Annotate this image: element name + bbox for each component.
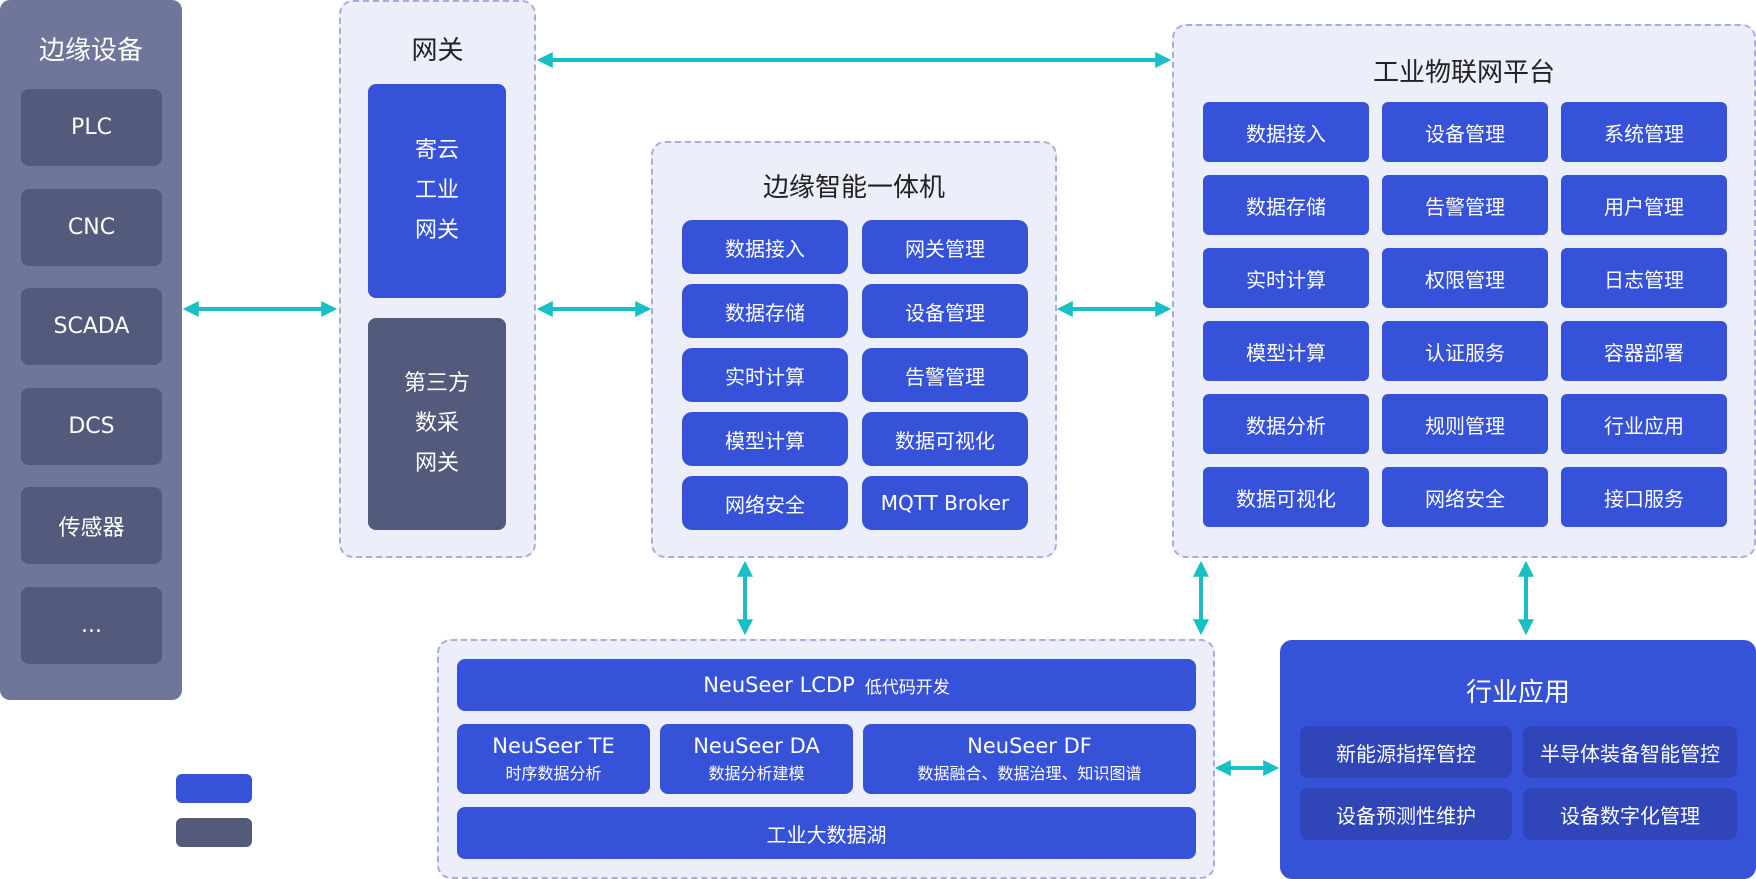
legend-swatch-blue [176,774,252,803]
platform-item-alarm-mgmt[interactable]: 告警管理 [1382,175,1548,235]
platform-item-industry-app[interactable]: 行业应用 [1561,394,1727,454]
platform-item-data-storage[interactable]: 数据存储 [1203,175,1369,235]
te-desc: 时序数据分析 [505,764,602,783]
machine-item-data-storage[interactable]: 数据存储 [682,284,848,338]
edge-devices-panel: 边缘设备 PLC CNC SCADA DCS 传感器 ... [0,0,182,700]
df-name: NeuSeer DF [967,734,1092,758]
machine-item-model-compute[interactable]: 模型计算 [682,412,848,466]
jiyun-line-1: 寄云 [414,138,459,163]
machine-item-mqtt-broker[interactable]: MQTT Broker [862,476,1028,530]
platform-item-system-mgmt[interactable]: 系统管理 [1561,102,1727,162]
app-device-digitalization[interactable]: 设备数字化管理 [1523,788,1737,840]
gateway-panel: 网关 寄云 工业 网关 第三方 数采 网关 [339,0,536,558]
te-name: NeuSeer TE [492,734,615,758]
machine-item-gateway-mgmt[interactable]: 网关管理 [862,220,1028,274]
gateway-title: 网关 [411,35,464,66]
third-party-line-2: 数采 [414,411,459,436]
lcdp-name: NeuSeer LCDP [703,673,855,697]
platform-item-realtime-compute[interactable]: 实时计算 [1203,248,1369,308]
lcdp-desc: 低代码开发 [864,677,950,698]
third-party-gateway-box[interactable]: 第三方 数采 网关 [368,318,506,530]
machine-item-data-access[interactable]: 数据接入 [682,220,848,274]
platform-item-interface-service[interactable]: 接口服务 [1561,467,1727,527]
neuseer-da-box[interactable]: NeuSeer DA 数据分析建模 [660,724,853,794]
device-more[interactable]: ... [21,587,162,664]
platform-item-data-visualization[interactable]: 数据可视化 [1203,467,1369,527]
platform-item-rule-mgmt[interactable]: 规则管理 [1382,394,1548,454]
platform-item-model-compute[interactable]: 模型计算 [1203,321,1369,381]
device-plc[interactable]: PLC [21,89,162,166]
platform-item-permission-mgmt[interactable]: 权限管理 [1382,248,1548,308]
platform-item-auth-service[interactable]: 认证服务 [1382,321,1548,381]
app-semiconductor-control[interactable]: 半导体装备智能管控 [1523,726,1737,778]
machine-item-realtime-compute[interactable]: 实时计算 [682,348,848,402]
device-dcs[interactable]: DCS [21,388,162,465]
edge-machine-panel: 边缘智能一体机 数据接入 网关管理 数据存储 设备管理 实时计算 告警管理 模型… [651,141,1057,558]
da-name: NeuSeer DA [693,734,820,758]
platform-item-container-deploy[interactable]: 容器部署 [1561,321,1727,381]
platform-item-data-analysis[interactable]: 数据分析 [1203,394,1369,454]
jiyun-line-2: 工业 [414,178,459,203]
platform-item-data-access[interactable]: 数据接入 [1203,102,1369,162]
device-scada[interactable]: SCADA [21,288,162,365]
platform-item-device-mgmt[interactable]: 设备管理 [1382,102,1548,162]
machine-item-network-security[interactable]: 网络安全 [682,476,848,530]
platform-item-network-security[interactable]: 网络安全 [1382,467,1548,527]
third-party-line-3: 网关 [414,451,459,476]
platform-item-log-mgmt[interactable]: 日志管理 [1561,248,1727,308]
iot-platform-panel: 工业物联网平台 数据接入 设备管理 系统管理 数据存储 告警管理 用户管理 实时… [1172,24,1756,558]
jiyun-gateway-box[interactable]: 寄云 工业 网关 [368,84,506,298]
third-party-line-1: 第三方 [403,371,470,396]
industry-app-title: 行业应用 [1465,677,1570,708]
neuseer-df-box[interactable]: NeuSeer DF 数据融合、数据治理、知识图谱 [863,724,1196,794]
machine-item-alarm-mgmt[interactable]: 告警管理 [862,348,1028,402]
industrial-data-lake-bar[interactable]: 工业大数据湖 [457,807,1196,859]
legend-swatch-dark [176,818,252,847]
app-new-energy-control[interactable]: 新能源指挥管控 [1300,726,1512,778]
device-sensor[interactable]: 传感器 [21,487,162,564]
neuseer-te-box[interactable]: NeuSeer TE 时序数据分析 [457,724,650,794]
iot-platform-title: 工业物联网平台 [1372,57,1555,88]
da-desc: 数据分析建模 [708,764,805,783]
app-predictive-maintenance[interactable]: 设备预测性维护 [1300,788,1512,840]
platform-item-user-mgmt[interactable]: 用户管理 [1561,175,1727,235]
machine-item-data-visualization[interactable]: 数据可视化 [862,412,1028,466]
df-desc: 数据融合、数据治理、知识图谱 [917,764,1142,783]
device-cnc[interactable]: CNC [21,189,162,266]
edge-machine-title: 边缘智能一体机 [762,172,945,203]
jiyun-line-3: 网关 [414,218,459,243]
edge-devices-title: 边缘设备 [38,35,143,66]
neuseer-lcdp-bar[interactable]: NeuSeer LCDP 低代码开发 [457,659,1196,711]
neuseer-panel: NeuSeer LCDP 低代码开发 NeuSeer TE 时序数据分析 Neu… [437,639,1215,879]
industry-app-panel: 行业应用 新能源指挥管控 半导体装备智能管控 设备预测性维护 设备数字化管理 [1280,640,1756,879]
machine-item-device-mgmt[interactable]: 设备管理 [862,284,1028,338]
